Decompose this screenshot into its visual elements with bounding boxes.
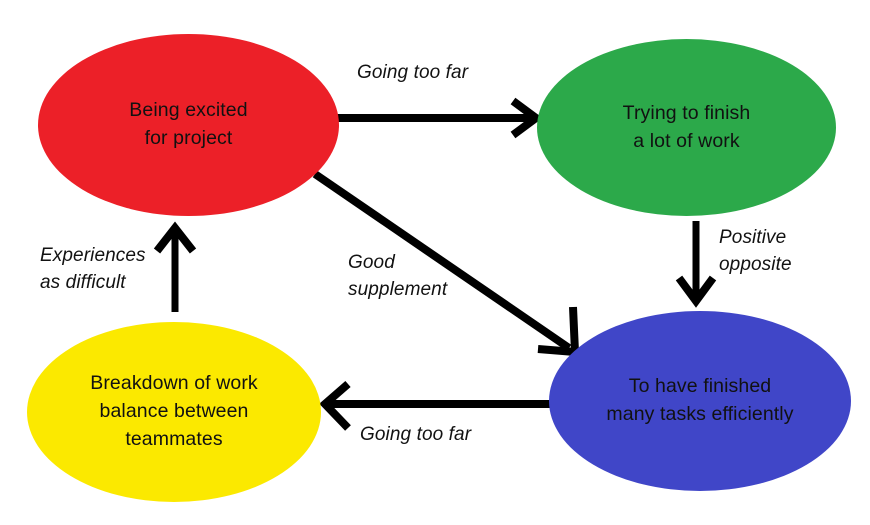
node-label: Trying to finish a lot of work (622, 101, 751, 152)
edge-label-red-to-blue: Good supplement (348, 252, 448, 300)
edge-blue-to-yellow-arrowhead (319, 380, 351, 431)
node-label: Being excited for project (129, 99, 248, 149)
edge-red-to-green (337, 97, 543, 139)
edge-yellow-to-red-arrowhead (153, 221, 197, 254)
edge-green-to-blue-arrowhead (675, 275, 717, 308)
edge-yellow-to-red (153, 221, 197, 312)
edge-red-to-blue-arrowhead (537, 306, 580, 357)
edge-label-yellow-to-red: Experiences as difficult (40, 245, 146, 293)
node-label: Breakdown of work balance between teamma… (90, 372, 258, 450)
node-label: To have finished many tasks efficiently (606, 375, 794, 425)
node-to-have-finished-many-tasks[interactable]: To have finished many tasks efficiently (549, 311, 851, 491)
node-trying-to-finish-a-lot-of-work[interactable]: Trying to finish a lot of work (537, 39, 836, 216)
edge-label-green-to-blue: Positive opposite (719, 227, 792, 275)
edge-red-to-green-arrowhead (510, 97, 543, 139)
node-being-excited-for-project[interactable]: Being excited for project (38, 34, 339, 216)
edge-green-to-blue (675, 221, 717, 308)
edge-label-red-to-green: Going too far (357, 62, 469, 83)
node-breakdown-of-work-balance[interactable]: Breakdown of work balance between teamma… (27, 322, 321, 502)
edge-label-blue-to-yellow: Going too far (360, 424, 472, 445)
